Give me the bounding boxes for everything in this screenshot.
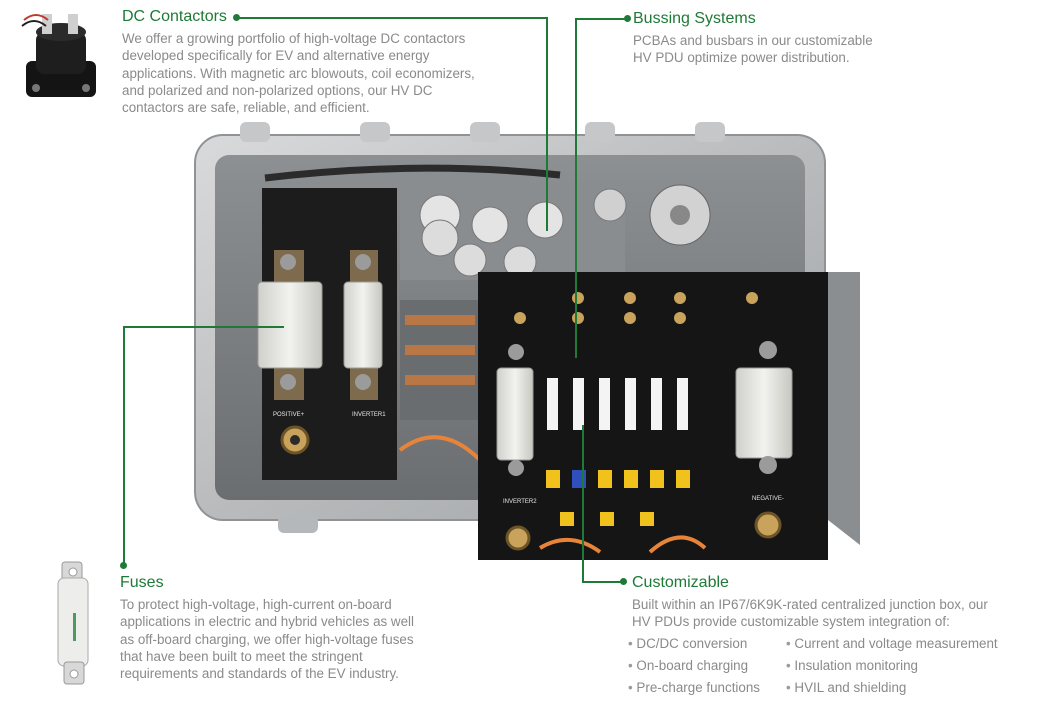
fuses-leader-horizontal: [124, 326, 284, 328]
bussing-leader-dot: [624, 15, 631, 22]
fuses-line: that have been built to meet the stringe…: [120, 648, 363, 664]
bussing-line: HV PDU optimize power distribution.: [633, 50, 850, 66]
fuses-description: To protect high-voltage, high-current on…: [120, 596, 480, 682]
bullet-onboard-charging: On-board charging: [628, 657, 786, 674]
fuses-leader-dot: [120, 562, 127, 569]
label-inverter1: INVERTER1: [352, 412, 386, 418]
hv-pdu-board: INVERTER2 NEGATIVE-: [478, 272, 860, 560]
dc-contactors-leader-vertical: [546, 17, 548, 231]
bullet-dcdc-conversion: DC/DC conversion: [628, 635, 786, 652]
dc-contactor-image: [21, 14, 96, 97]
bullet-precharge-functions: Pre-charge functions: [628, 679, 786, 696]
fuses-leader-vertical: [123, 326, 125, 566]
left-busbar-board: POSITIVE+ INVERTER1: [257, 188, 397, 480]
integration-bullet-list: DC/DC conversion Current and voltage mea…: [628, 635, 1047, 696]
fuses-line: requirements and standards of the EV ind…: [120, 666, 399, 682]
capacitor-bank: [264, 164, 711, 280]
bussing-systems-title: Bussing Systems: [633, 10, 756, 27]
customizable-leader-dot: [620, 578, 627, 585]
customizable-leader-vertical: [582, 425, 584, 583]
hv-fuse-image: [57, 561, 89, 685]
dc-contactors-leader-dot: [233, 14, 240, 21]
bullet-current-voltage-measurement: Current and voltage measurement: [786, 635, 1016, 652]
bullet-hvil-shielding: HVIL and shielding: [786, 679, 1016, 696]
fuses-title: Fuses: [120, 574, 164, 591]
fuses-line: as off-board charging, we offer high-vol…: [120, 631, 414, 647]
dc-contactors-line: developed specifically for EV and altern…: [122, 48, 430, 64]
customizable-line: Built within an IP67/6K9K-rated centrali…: [632, 597, 988, 612]
customizable-line: HV PDUs provide customizable system inte…: [632, 614, 950, 630]
dc-contactors-line: and polarized and non-polarized options,…: [122, 82, 433, 98]
dcdc-module: [398, 300, 482, 462]
bussing-leader-horizontal: [576, 18, 627, 20]
dc-contactors-line: contactors are safe, reliable, and effic…: [122, 100, 370, 116]
label-positive: POSITIVE+: [273, 412, 305, 418]
dc-contactors-title: DC Contactors: [122, 8, 227, 25]
bussing-systems-section: Bussing Systems PCBAs and busbars in our…: [633, 10, 933, 67]
bullet-insulation-monitoring: Insulation monitoring: [786, 657, 1016, 674]
customizable-title: Customizable: [632, 574, 729, 591]
dc-contactors-description: We offer a growing portfolio of high-vol…: [122, 30, 542, 116]
label-inverter2: INVERTER2: [503, 499, 537, 505]
customizable-leader-horizontal: [582, 581, 622, 583]
dc-contactors-line: applications. With magnetic arc blowouts…: [122, 65, 475, 81]
fuses-line: To protect high-voltage, high-current on…: [120, 597, 392, 612]
bussing-line: PCBAs and busbars in our customizable: [633, 33, 873, 48]
dc-contactors-leader-horizontal: [236, 17, 547, 19]
bussing-leader-vertical: [575, 18, 577, 358]
customizable-section: Customizable Built within an IP67/6K9K-r…: [632, 574, 1047, 696]
fuses-section: Fuses To protect high-voltage, high-curr…: [120, 574, 480, 682]
fuses-line: applications in electric and hybrid vehi…: [120, 614, 414, 630]
customizable-description: Built within an IP67/6K9K-rated centrali…: [632, 596, 1047, 631]
bussing-systems-description: PCBAs and busbars in our customizable HV…: [633, 32, 933, 67]
dc-contactors-section: DC Contactors We offer a growing portfol…: [122, 8, 542, 116]
label-negative: NEGATIVE-: [752, 496, 784, 502]
dc-contactors-line: We offer a growing portfolio of high-vol…: [122, 31, 466, 46]
